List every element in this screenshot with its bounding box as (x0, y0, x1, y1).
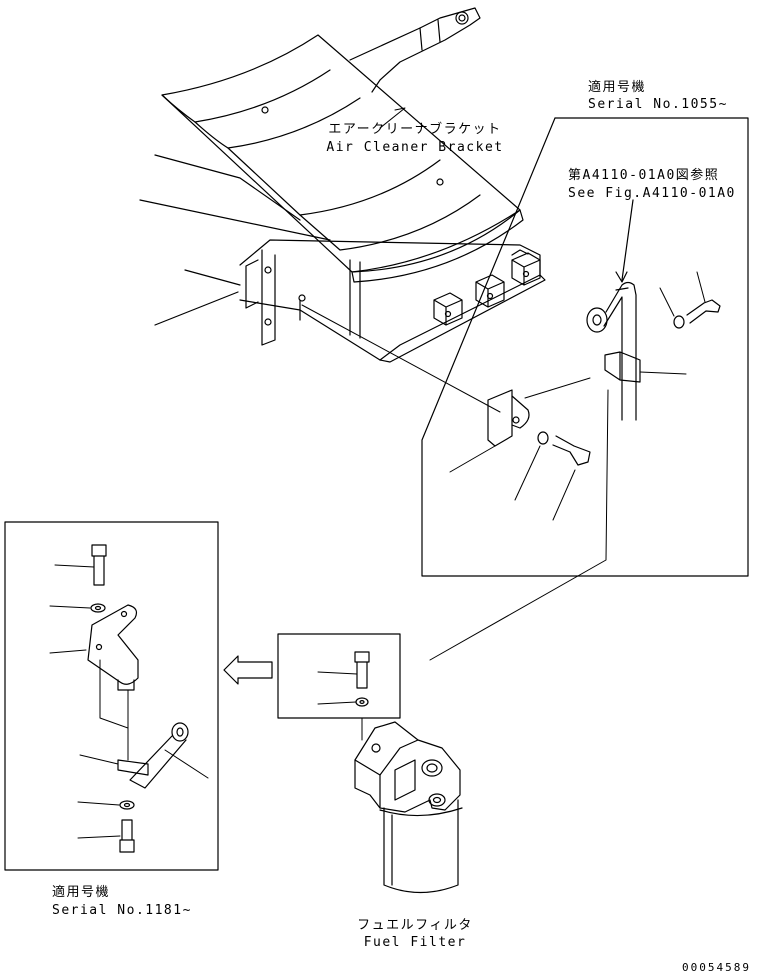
serial-left-en: Serial No.1181~ (52, 903, 192, 918)
air-cleaner-bracket (139, 7, 546, 363)
tube-clip (604, 351, 641, 383)
bracket-label-jp: エアークリーナブラケット (328, 122, 502, 137)
clamp-plate (449, 377, 591, 473)
serial-top-en: Serial No.1055~ (588, 97, 728, 112)
fuel-filter (354, 721, 463, 894)
bolt-middle (552, 435, 591, 466)
detail-frame-top-right (301, 117, 749, 577)
serial-top-jp: 適用号機 (588, 80, 647, 95)
washer-middle (537, 431, 549, 445)
see-fig-jp: 第A4110-01A0図参照 (568, 168, 720, 183)
direction-arrow-left (223, 655, 273, 685)
serial-left-jp: 適用号機 (52, 885, 111, 900)
bolt-right (686, 299, 721, 324)
bracket-label-en: Air Cleaner Bracket (326, 140, 504, 155)
fuel-filter-label-en: Fuel Filter (363, 935, 467, 950)
fuel-tube (586, 199, 637, 421)
detail-frame-middle (277, 633, 401, 741)
fuel-filter-label-jp: フュエルフィルタ (357, 918, 473, 933)
see-fig-en: See Fig.A4110-01A0 (568, 186, 736, 201)
detail-frame-left (4, 521, 219, 871)
drawing-number: 00054589 (682, 961, 751, 974)
washer-right (673, 315, 685, 329)
